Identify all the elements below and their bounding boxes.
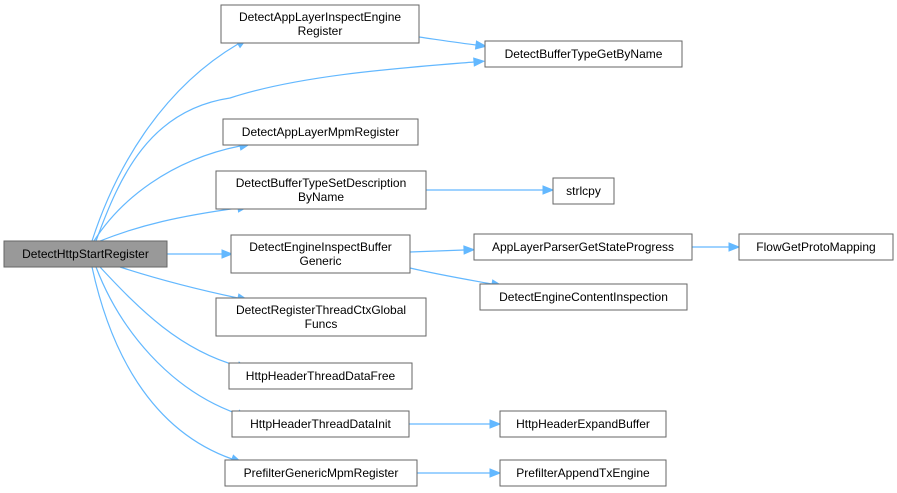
edge-root-to-buffer_type_get_by_name: [95, 61, 475, 242]
edge-root-to-mpm_register: [93, 145, 241, 242]
node-get-state-progress[interactable]: AppLayerParserGetStateProgress: [473, 233, 693, 261]
node-box[interactable]: [215, 297, 427, 337]
node-buffer-type-get-by-name[interactable]: DetectBufferTypeGetByName: [484, 40, 683, 68]
node-label: FlowGetProtoMapping: [756, 240, 875, 254]
node-label: HttpHeaderExpandBuffer: [516, 417, 650, 431]
arrowhead-buffer_type_set_desc-to-strlcpy: [542, 185, 555, 195]
node-label: strlcpy: [566, 184, 601, 198]
arrowhead-thread_data_init-to-expand_buffer: [489, 419, 502, 429]
node-label: PrefilterGenericMpmRegister: [244, 466, 399, 480]
node-box[interactable]: [499, 459, 667, 487]
edge-root-to-buffer_type_set_desc: [99, 207, 239, 242]
node-label: Generic: [299, 254, 341, 268]
node-label: DetectAppLayerInspectEngine: [239, 10, 401, 24]
edge-root-to-thread_data_init: [95, 266, 239, 415]
node-root[interactable]: DetectHttpStartRegister: [3, 240, 168, 268]
node-flow-get-proto-mapping[interactable]: FlowGetProtoMapping: [738, 233, 894, 261]
arrowhead-prefilter_generic_mpm-to-prefilter_append_tx: [489, 468, 502, 478]
node-label: ByName: [298, 190, 344, 204]
arrowhead-inspect_buffer_generic-to-get_state_progress: [463, 245, 476, 255]
node-box[interactable]: [738, 233, 894, 261]
node-box[interactable]: [228, 362, 413, 390]
arrowhead-inspect_engine_register-to-buffer_type_get_by_name: [474, 40, 488, 50]
edge-root-to-thread_ctx_global: [119, 266, 239, 299]
node-box[interactable]: [230, 234, 411, 274]
node-box[interactable]: [484, 40, 683, 68]
node-label: DetectBufferTypeSetDescription: [236, 176, 407, 190]
arrowhead-root-to-buffer_type_get_by_name: [473, 57, 486, 67]
node-box[interactable]: [231, 410, 410, 438]
edge-inspect_buffer_generic-to-content_inspection: [409, 267, 493, 285]
node-label: HttpHeaderThreadDataFree: [246, 369, 396, 383]
node-label: DetectBufferTypeGetByName: [505, 47, 663, 61]
node-label: AppLayerParserGetStateProgress: [492, 240, 674, 254]
node-box[interactable]: [552, 177, 615, 205]
node-box[interactable]: [222, 118, 419, 146]
node-expand-buffer[interactable]: HttpHeaderExpandBuffer: [499, 410, 667, 438]
arrowhead-get_state_progress-to-flow_get_proto_mapping: [728, 242, 741, 252]
node-prefilter-append-tx[interactable]: PrefilterAppendTxEngine: [499, 459, 667, 487]
edge-root-to-inspect_engine_register: [91, 43, 239, 242]
edge-inspect_engine_register-to-buffer_type_get_by_name: [418, 36, 477, 46]
node-box[interactable]: [473, 233, 693, 261]
edge-inspect_buffer_generic-to-get_state_progress: [409, 249, 465, 253]
node-label: Register: [298, 24, 343, 38]
node-label: DetectAppLayerMpmRegister: [242, 125, 399, 139]
node-box[interactable]: [220, 4, 420, 44]
node-label: PrefilterAppendTxEngine: [516, 466, 650, 480]
node-box[interactable]: [499, 410, 667, 438]
node-label: HttpHeaderThreadDataInit: [250, 417, 391, 431]
nodes-layer: DetectHttpStartRegister DetectAppLayerIns…: [3, 4, 894, 487]
node-prefilter-generic-mpm[interactable]: PrefilterGenericMpmRegister: [224, 459, 418, 487]
node-thread-data-free[interactable]: HttpHeaderThreadDataFree: [228, 362, 413, 390]
node-box[interactable]: [3, 240, 168, 268]
node-strlcpy[interactable]: strlcpy: [552, 177, 615, 205]
arrowhead-root-to-inspect_buffer_generic: [221, 249, 234, 259]
edge-root-to-thread_data_free: [99, 266, 239, 367]
node-label: DetectHttpStartRegister: [22, 247, 149, 261]
node-label: DetectEngineInspectBuffer: [249, 240, 392, 254]
edge-root-to-prefilter_generic_mpm: [91, 266, 233, 460]
node-thread-data-init[interactable]: HttpHeaderThreadDataInit: [231, 410, 410, 438]
node-label: Funcs: [305, 317, 338, 331]
node-content-inspection[interactable]: DetectEngineContentInspection: [479, 283, 688, 311]
node-box[interactable]: [215, 170, 427, 210]
node-label: DetectEngineContentInspection: [499, 290, 668, 304]
node-box[interactable]: [479, 283, 688, 311]
node-box[interactable]: [224, 459, 418, 487]
node-mpm-register[interactable]: DetectAppLayerMpmRegister: [222, 118, 419, 146]
node-label: DetectRegisterThreadCtxGlobal: [236, 303, 406, 317]
